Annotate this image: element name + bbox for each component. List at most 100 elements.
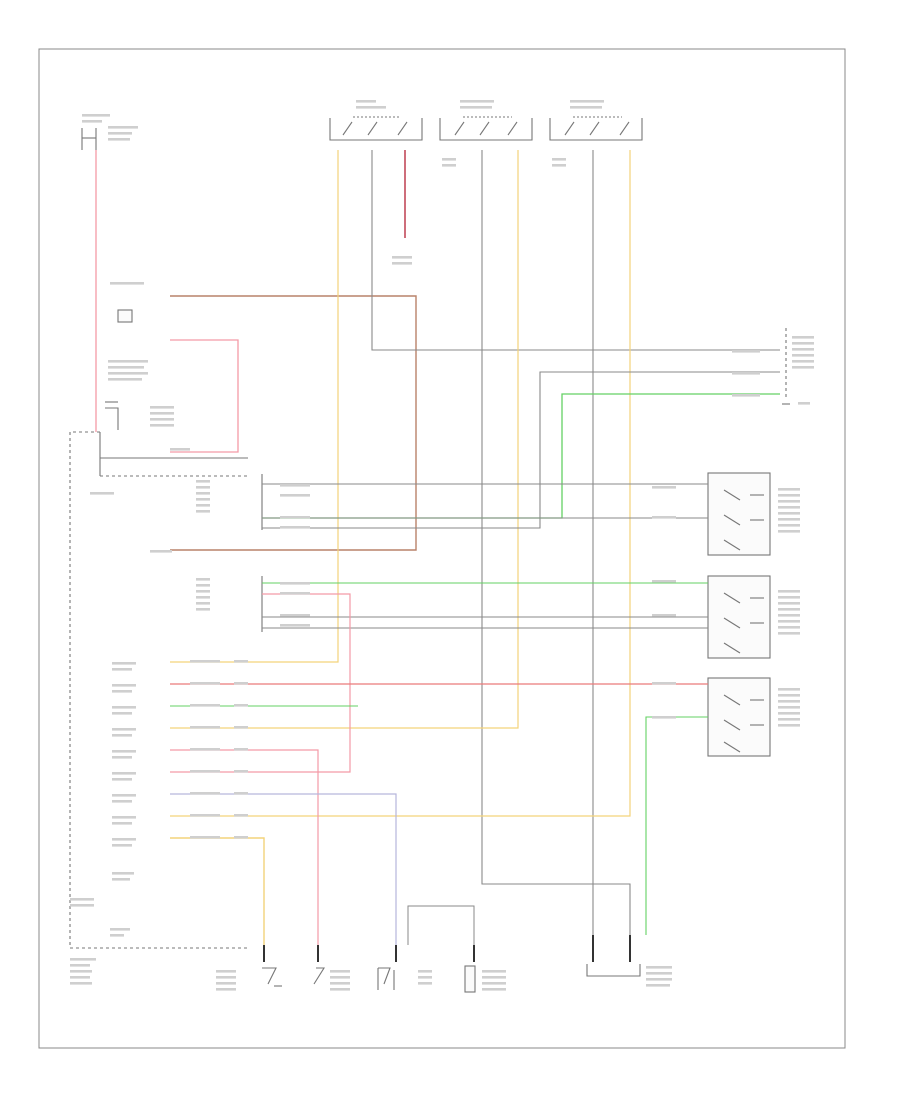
label-placeholder-58 bbox=[112, 844, 132, 847]
label-placeholder-50 bbox=[112, 756, 132, 759]
label-placeholder-60 bbox=[112, 878, 130, 881]
wire-grey-25 bbox=[407, 905, 475, 945]
left-module-area bbox=[69, 128, 248, 949]
label-placeholder-22 bbox=[150, 406, 174, 409]
label-placeholder-92 bbox=[792, 354, 814, 357]
label-placeholder-11 bbox=[442, 158, 456, 161]
label-placeholder-116 bbox=[778, 712, 800, 715]
label-placeholder-67 bbox=[70, 970, 92, 973]
label-placeholder-24 bbox=[150, 418, 174, 421]
label-placeholder-112 bbox=[778, 688, 800, 691]
label-placeholder-21 bbox=[108, 378, 142, 381]
label-placeholder-90 bbox=[792, 342, 814, 345]
wire-purple-23 bbox=[170, 793, 397, 945]
label-placeholder-86 bbox=[646, 972, 672, 975]
label-placeholder-79 bbox=[418, 976, 432, 979]
label-placeholder-107 bbox=[778, 608, 800, 611]
label-placeholder-127 bbox=[280, 516, 310, 519]
label-placeholder-9 bbox=[570, 100, 604, 103]
label-placeholder-132 bbox=[280, 624, 310, 627]
label-placeholder-81 bbox=[482, 970, 506, 973]
label-placeholder-135 bbox=[190, 704, 220, 707]
label-placeholder-80 bbox=[418, 982, 432, 985]
label-placeholder-101 bbox=[778, 518, 800, 521]
right-actuator-3 bbox=[707, 677, 771, 757]
label-placeholder-140 bbox=[190, 814, 220, 817]
label-placeholder-133 bbox=[190, 660, 220, 663]
label-placeholder-42 bbox=[112, 668, 132, 671]
label-placeholder-0 bbox=[82, 114, 110, 117]
label-placeholder-117 bbox=[778, 718, 800, 721]
label-placeholder-115 bbox=[778, 706, 800, 709]
label-placeholder-148 bbox=[234, 792, 248, 795]
label-placeholder-26 bbox=[170, 448, 190, 451]
label-placeholder-46 bbox=[112, 712, 132, 715]
label-placeholder-94 bbox=[792, 366, 814, 369]
label-placeholder-83 bbox=[482, 982, 506, 985]
label-placeholder-87 bbox=[646, 978, 672, 981]
label-placeholder-134 bbox=[190, 682, 220, 685]
label-placeholder-100 bbox=[778, 512, 800, 515]
label-placeholder-52 bbox=[112, 778, 132, 781]
label-placeholder-37 bbox=[196, 590, 210, 593]
label-placeholder-144 bbox=[234, 704, 248, 707]
wire-grey-10 bbox=[262, 371, 780, 529]
label-placeholder-78 bbox=[418, 970, 432, 973]
label-placeholder-114 bbox=[778, 700, 800, 703]
label-placeholder-4 bbox=[108, 138, 130, 141]
label-placeholder-33 bbox=[196, 510, 210, 513]
label-placeholder-65 bbox=[70, 958, 96, 961]
label-placeholder-15 bbox=[392, 256, 412, 259]
label-placeholder-63 bbox=[110, 928, 130, 931]
wire-yellow-24 bbox=[170, 837, 265, 945]
label-placeholder-51 bbox=[112, 772, 136, 775]
label-placeholder-108 bbox=[778, 614, 800, 617]
switch-box-2 bbox=[439, 116, 533, 141]
label-placeholder-8 bbox=[460, 106, 492, 109]
label-placeholder-121 bbox=[652, 580, 676, 583]
label-placeholder-70 bbox=[216, 970, 236, 973]
switch-box-1 bbox=[329, 116, 423, 141]
label-placeholder-38 bbox=[196, 596, 210, 599]
label-placeholder-48 bbox=[112, 734, 132, 737]
label-placeholder-95 bbox=[798, 402, 810, 405]
label-placeholder-40 bbox=[196, 608, 210, 611]
label-placeholder-18 bbox=[108, 360, 148, 363]
label-placeholder-139 bbox=[190, 792, 220, 795]
label-placeholder-43 bbox=[112, 684, 136, 687]
control-module-outline bbox=[69, 431, 248, 949]
label-placeholder-10 bbox=[570, 106, 602, 109]
label-placeholder-88 bbox=[646, 984, 670, 987]
wire-green-11 bbox=[262, 393, 780, 519]
label-placeholder-104 bbox=[778, 590, 800, 593]
label-placeholder-150 bbox=[234, 836, 248, 839]
label-placeholder-20 bbox=[108, 372, 148, 375]
label-placeholder-34 bbox=[150, 550, 172, 553]
label-placeholder-91 bbox=[792, 348, 814, 351]
label-placeholder-16 bbox=[392, 262, 412, 265]
wire-grey-6 bbox=[481, 150, 631, 935]
label-placeholder-84 bbox=[482, 988, 506, 991]
label-placeholder-32 bbox=[196, 504, 210, 507]
label-placeholder-105 bbox=[778, 596, 800, 599]
wire-pink-22 bbox=[170, 749, 319, 945]
label-placeholder-3 bbox=[108, 132, 132, 135]
label-placeholder-145 bbox=[234, 726, 248, 729]
label-placeholder-98 bbox=[778, 500, 800, 503]
label-placeholder-126 bbox=[280, 494, 310, 497]
label-placeholder-99 bbox=[778, 506, 800, 509]
label-placeholder-146 bbox=[234, 748, 248, 751]
label-placeholder-73 bbox=[216, 988, 236, 991]
label-placeholder-85 bbox=[646, 966, 672, 969]
wire-green-21 bbox=[645, 716, 708, 935]
label-placeholder-5 bbox=[356, 100, 376, 103]
label-placeholder-147 bbox=[234, 770, 248, 773]
label-placeholder-72 bbox=[216, 982, 236, 985]
wire-brown-1 bbox=[170, 295, 417, 551]
label-placeholder-153 bbox=[732, 394, 760, 397]
label-placeholder-113 bbox=[778, 694, 800, 697]
label-placeholder-149 bbox=[234, 814, 248, 817]
label-placeholder-89 bbox=[792, 336, 814, 339]
diagram-frame bbox=[38, 48, 846, 1049]
